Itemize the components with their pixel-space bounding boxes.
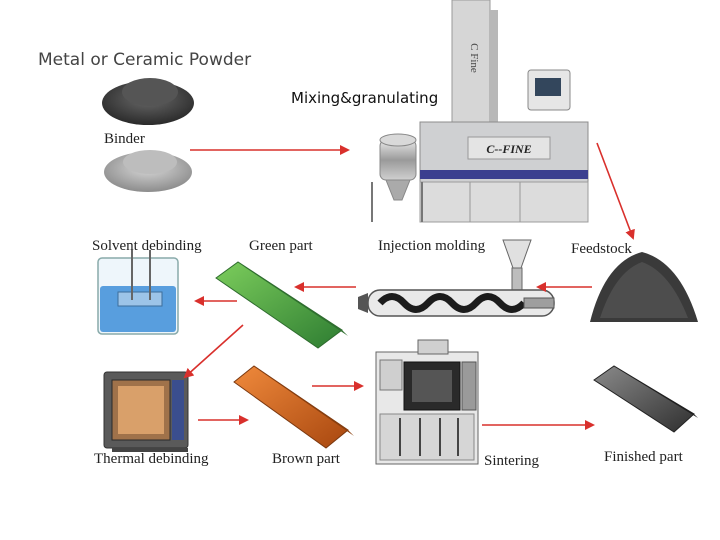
mixing-granulating-machine: C Fine C--FINE bbox=[371, 0, 589, 223]
sintering-furnace bbox=[375, 339, 479, 465]
feedstock-image bbox=[590, 252, 698, 322]
thermal-debinding-oven bbox=[103, 371, 189, 452]
machine-brand-label: C--FINE bbox=[486, 142, 531, 156]
binder-label: Binder bbox=[104, 131, 145, 147]
green-part-image bbox=[215, 261, 348, 349]
feedstock-label: Feedstock bbox=[571, 241, 632, 257]
binder-powder-image bbox=[104, 150, 192, 192]
sintering-label: Sintering bbox=[484, 453, 539, 469]
finished-part-label: Finished part bbox=[604, 449, 683, 465]
finished-part-image bbox=[593, 365, 698, 433]
brown-part-image bbox=[233, 365, 354, 449]
solvent-debinding-beaker bbox=[97, 250, 179, 335]
diagram-title: Metal or Ceramic Powder bbox=[38, 50, 252, 70]
arrow-mixing-to-feedstock bbox=[596, 142, 635, 240]
brown-part-label: Brown part bbox=[272, 451, 340, 467]
flow-arrows bbox=[183, 142, 635, 430]
arrow-green-to-thermal bbox=[183, 324, 244, 379]
metal-powder-image bbox=[102, 78, 194, 125]
mixing-label: Mixing&granulating bbox=[291, 89, 439, 107]
thermal-debinding-label: Thermal debinding bbox=[94, 451, 209, 467]
machine-column-text: C Fine bbox=[468, 43, 480, 73]
green-part-label: Green part bbox=[249, 238, 313, 254]
injection-molding-label: Injection molding bbox=[378, 238, 486, 254]
solvent-debinding-label: Solvent debinding bbox=[92, 238, 202, 254]
injection-molding-screw bbox=[358, 239, 555, 317]
